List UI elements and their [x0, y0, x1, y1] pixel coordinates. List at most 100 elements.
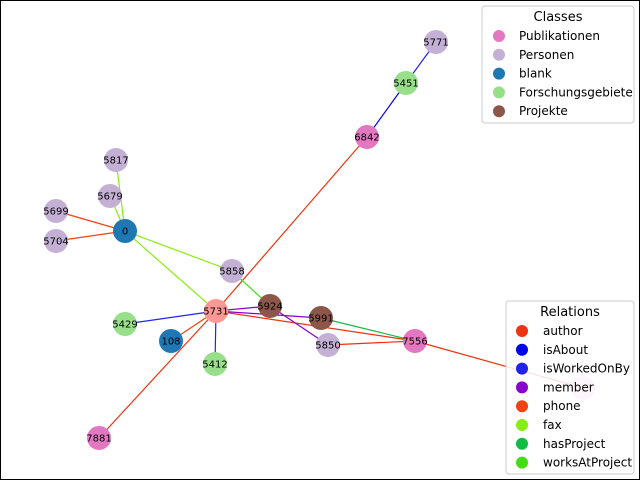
legend-marker — [493, 86, 505, 99]
node-circle[interactable] — [113, 219, 137, 243]
legend-label: author — [543, 324, 583, 338]
graph-node[interactable]: 5817 — [103, 148, 129, 172]
relations-legend: Relations author isAbout isWorkedOnBy membe… — [505, 300, 635, 475]
legend-label: member — [543, 380, 594, 394]
legend-entry: phone — [516, 399, 581, 413]
node-circle[interactable] — [394, 71, 418, 95]
node-circle[interactable] — [403, 329, 427, 353]
node-circle[interactable] — [87, 426, 111, 450]
legend-label: blank — [519, 67, 552, 81]
edge-5731-7881 — [98, 310, 217, 439]
legend-entry: isAbout — [516, 343, 588, 357]
graph-node[interactable]: 5699 — [43, 199, 69, 223]
graph-node[interactable]: 5731 — [203, 299, 229, 323]
node-label: 5991 — [308, 314, 333, 325]
edge-5731-5429 — [124, 310, 217, 325]
node-circle[interactable] — [355, 125, 379, 149]
node-circle[interactable] — [113, 312, 137, 336]
node-circle[interactable] — [258, 294, 282, 318]
node-label: 0 — [122, 227, 128, 238]
graph-node[interactable]: 5771 — [423, 30, 449, 54]
graph-node[interactable]: 5850 — [315, 333, 341, 357]
legend-label: isWorkedOnBy — [543, 362, 630, 376]
node-label: 5858 — [219, 267, 244, 278]
graph-node[interactable]: 5924 — [257, 294, 283, 318]
edge-6842-5731 — [215, 136, 368, 312]
legend-label: isAbout — [543, 343, 588, 357]
edge-0-5858 — [124, 230, 233, 272]
legend-entry: worksAtProject — [516, 456, 632, 470]
legend-entry: author — [516, 324, 583, 338]
nodes-layer: 5771 5451 6842 5817 5679 5699 0 5704 5858 5924 573… — [43, 30, 595, 450]
legend-label: phone — [543, 399, 581, 413]
node-circle[interactable] — [309, 306, 333, 330]
legend-label: Forschungsgebiete — [519, 85, 633, 99]
node-circle[interactable] — [98, 184, 122, 208]
legend-marker — [516, 362, 528, 375]
legend-entry: Publikationen — [493, 29, 600, 43]
legend-entry: member — [516, 380, 594, 394]
node-circle[interactable] — [203, 352, 227, 376]
graph-node[interactable]: 5858 — [219, 259, 245, 283]
legend-entry: isWorkedOnBy — [516, 362, 630, 376]
node-label: 5412 — [202, 360, 227, 371]
node-circle[interactable] — [424, 30, 448, 54]
node-circle[interactable] — [220, 259, 244, 283]
graph-node[interactable]: 108 — [159, 329, 183, 353]
graph-node[interactable]: 0 — [113, 219, 137, 243]
legend-entry: Personen — [493, 48, 574, 62]
node-label: 7556 — [402, 337, 427, 348]
legend-marker — [493, 67, 505, 80]
legend-marker — [516, 381, 528, 394]
edge-0-5731 — [124, 230, 217, 312]
legend-label: Projekte — [519, 104, 568, 118]
legend-marker — [516, 343, 528, 356]
legend-label: fax — [543, 418, 562, 432]
relations-legend-title: Relations — [540, 305, 600, 320]
node-label: 7881 — [86, 434, 111, 445]
graph-node[interactable]: 7556 — [402, 329, 428, 353]
graph-node[interactable]: 5679 — [97, 184, 123, 208]
node-label: 5817 — [103, 156, 128, 167]
node-circle[interactable] — [44, 229, 68, 253]
node-label: 5850 — [315, 341, 340, 352]
graph-node[interactable]: 5429 — [112, 312, 138, 336]
graph-node[interactable]: 6842 — [354, 125, 380, 149]
graph-node[interactable]: 5704 — [43, 229, 69, 253]
node-circle[interactable] — [104, 148, 128, 172]
node-circle[interactable] — [204, 299, 228, 323]
node-label: 5924 — [257, 302, 282, 313]
node-circle[interactable] — [316, 333, 340, 357]
legend-entry: fax — [516, 418, 562, 432]
legend-marker — [493, 48, 505, 61]
legend-marker — [516, 419, 528, 431]
graph-node[interactable]: 7881 — [86, 426, 112, 450]
graph-node[interactable]: 5991 — [308, 306, 334, 330]
node-circle[interactable] — [44, 199, 68, 223]
legend-entry: Forschungsgebiete — [493, 85, 633, 99]
node-label: 6842 — [354, 133, 379, 144]
node-label: 5731 — [203, 307, 228, 318]
legend-marker — [516, 400, 528, 413]
edge-5991-7556 — [320, 317, 416, 342]
classes-legend-title: Classes — [534, 10, 583, 25]
relations-legend-items: author isAbout isWorkedOnBy member phone fax h… — [516, 324, 632, 470]
graph-node[interactable]: 5451 — [393, 71, 419, 95]
graph-node[interactable]: 5412 — [202, 352, 228, 376]
node-circle[interactable] — [159, 329, 183, 353]
node-label: 5451 — [393, 79, 418, 90]
legend-label: hasProject — [543, 437, 606, 451]
edge-5850-7556 — [327, 340, 416, 346]
legend-marker — [516, 325, 528, 337]
node-label: 5699 — [43, 207, 68, 218]
legend-entry: Projekte — [493, 104, 568, 118]
legend-label: Personen — [519, 48, 574, 62]
classes-legend-box — [481, 5, 635, 124]
node-label: 5771 — [423, 38, 448, 49]
legend-marker — [493, 30, 505, 42]
legend-entry: blank — [493, 67, 552, 81]
legend-label: Publikationen — [519, 29, 600, 43]
